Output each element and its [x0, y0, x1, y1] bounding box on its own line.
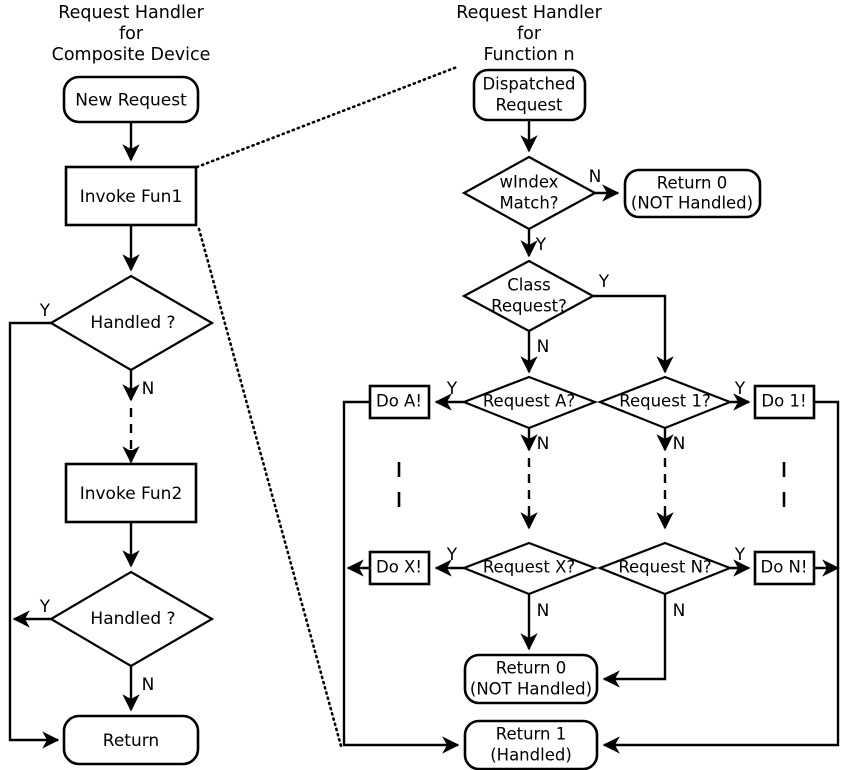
edge-label-handled-2-yes: Y [39, 597, 51, 617]
node-windex-match[interactable]: wIndex Match? [461, 155, 598, 231]
node-new-request[interactable]: New Request [62, 75, 200, 124]
node-dispatched-request[interactable]: Dispatched Request [472, 68, 587, 122]
edge-label-windex-yes: Y [535, 235, 547, 255]
node-return-label: Return [103, 731, 159, 751]
node-return-1-line-2: (Handled) [490, 746, 572, 765]
node-new-request-label: New Request [75, 91, 187, 111]
edge-class-yes-to-request-1 [593, 294, 674, 374]
edge-request-n-no-to-return-0-bottom [602, 594, 667, 688]
left-title-line-1: Request Handler [58, 3, 204, 23]
node-do-a[interactable]: Do A! [368, 384, 431, 420]
edge-label-handled-2-no: N [142, 675, 155, 695]
node-do-n-label: Do N! [760, 558, 807, 577]
node-return-0-top-line-1: Return 0 [657, 174, 728, 193]
edge-label-request-n-no: N [673, 601, 686, 621]
node-request-1[interactable]: Request 1? [596, 375, 734, 430]
node-request-n-label: Request N? [618, 558, 711, 577]
node-return-0-top-line-2: (NOT Handled) [631, 194, 753, 213]
edge-label-class-yes: Y [598, 272, 610, 292]
node-do-n[interactable]: Do N! [753, 550, 816, 586]
node-request-x[interactable]: Request X? [460, 541, 599, 596]
edge-label-request-a-no: N [537, 434, 550, 454]
node-return-1[interactable]: Return 1 (Handled) [463, 719, 599, 770]
node-request-x-label: Request X? [483, 558, 575, 577]
node-handled-1-label: Handled ? [90, 313, 175, 333]
left-title-line-3: Composite Device [52, 45, 211, 65]
right-title-line-2: for [517, 24, 542, 44]
edge-handled-1-yes-to-return [8, 321, 60, 749]
node-request-a-label: Request A? [483, 392, 575, 411]
zoom-connector-upper [195, 65, 459, 169]
edge-label-request-x-no: N [537, 601, 550, 621]
node-do-x-label: Do X! [376, 558, 422, 577]
edge-label-class-no: N [537, 337, 550, 357]
node-return-0-top[interactable]: Return 0 (NOT Handled) [623, 168, 762, 219]
edge-label-request-1-yes: Y [734, 379, 746, 399]
edge-label-request-n-yes: Y [734, 545, 746, 565]
edge-label-handled-1-no: N [142, 379, 155, 399]
right-title-line-3: Function n [483, 45, 574, 65]
right-column-title: Request Handler for Function n [456, 3, 602, 65]
node-dispatched-request-line-2: Request [495, 96, 563, 115]
edge-label-request-x-yes: Y [446, 545, 458, 565]
node-dispatched-request-line-1: Dispatched [482, 75, 575, 94]
right-title-line-1: Request Handler [456, 3, 602, 23]
node-do-1-label: Do 1! [761, 392, 806, 411]
node-invoke-fun2[interactable]: Invoke Fun2 [64, 462, 198, 524]
node-do-x[interactable]: Do X! [368, 550, 431, 586]
node-windex-match-line-2: Match? [499, 194, 558, 213]
zoom-connector-lower [197, 227, 343, 748]
edge-label-request-a-yes: Y [446, 379, 458, 399]
node-do-1[interactable]: Do 1! [753, 384, 816, 420]
node-return[interactable]: Return [62, 714, 200, 766]
node-class-request-line-2: Request? [491, 297, 567, 316]
node-request-a[interactable]: Request A? [460, 375, 599, 430]
node-windex-match-line-1: wIndex [500, 173, 559, 192]
left-title-line-2: for [119, 24, 144, 44]
node-class-request[interactable]: Class Request? [461, 259, 596, 333]
edge-label-handled-1-yes: Y [39, 301, 51, 321]
node-do-a-label: Do A! [376, 392, 422, 411]
node-return-0-bottom[interactable]: Return 0 (NOT Handled) [463, 653, 599, 705]
node-handled-2[interactable]: Handled ? [48, 570, 215, 668]
node-invoke-fun1[interactable]: Invoke Fun1 [64, 165, 198, 227]
node-class-request-line-1: Class [507, 276, 550, 295]
left-column-title: Request Handler for Composite Device [52, 3, 211, 65]
edge-do-a-to-return-1-rail [342, 400, 460, 754]
node-return-0-bottom-line-1: Return 0 [496, 659, 567, 678]
node-request-1-label: Request 1? [619, 392, 711, 411]
node-return-0-bottom-line-2: (NOT Handled) [470, 680, 592, 699]
node-handled-2-label: Handled ? [90, 609, 175, 629]
node-handled-1[interactable]: Handled ? [48, 274, 215, 372]
node-return-1-line-1: Return 1 [496, 725, 567, 744]
edge-label-request-1-no: N [673, 434, 686, 454]
node-request-n[interactable]: Request N? [596, 541, 734, 596]
edge-label-windex-no: N [589, 167, 602, 187]
node-invoke-fun1-label: Invoke Fun1 [80, 187, 183, 207]
node-invoke-fun2-label: Invoke Fun2 [80, 484, 183, 504]
